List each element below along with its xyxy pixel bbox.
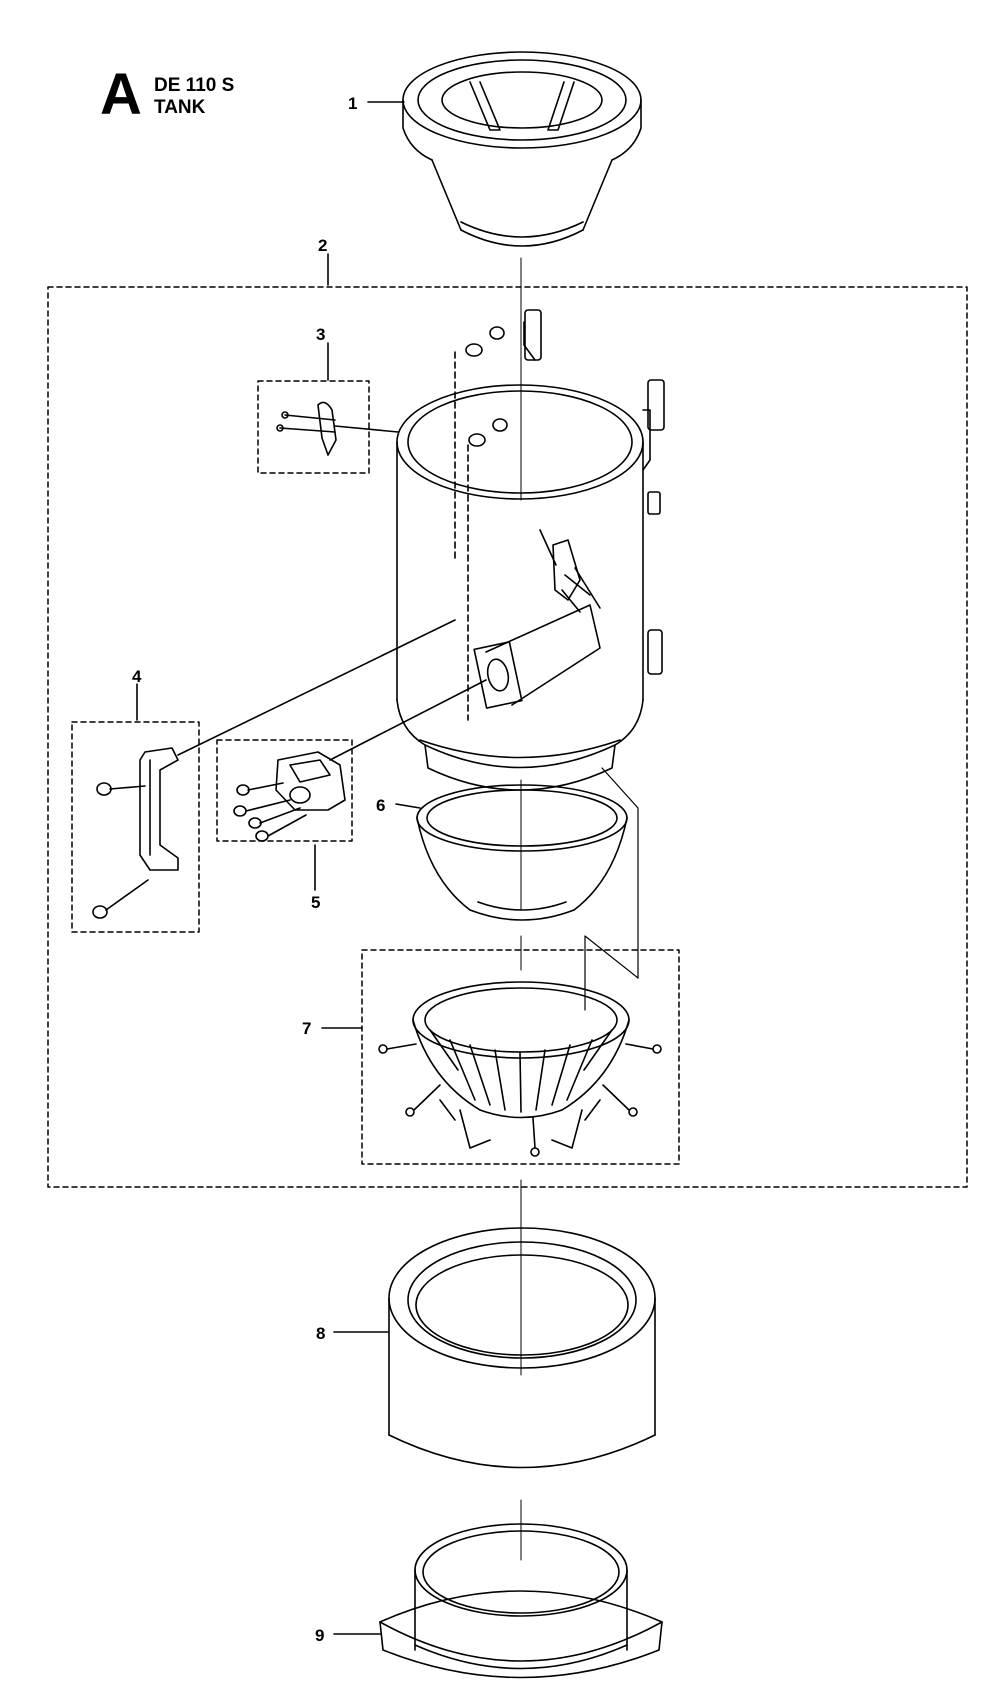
callout-4: 4 <box>132 667 142 686</box>
part-2-tank <box>396 309 665 791</box>
part-8-ring <box>388 1227 656 1469</box>
callout-1: 1 <box>348 94 358 113</box>
assembly-box-5 <box>216 739 353 842</box>
part-7-impeller <box>378 981 662 1157</box>
part-3-clip <box>276 401 399 456</box>
callout-9: 9 <box>315 1626 325 1645</box>
section-title: TANK <box>154 97 206 118</box>
part-4-handle <box>92 619 456 919</box>
guide-path <box>584 767 639 1011</box>
model-name: DE 110 S <box>154 75 235 96</box>
callout-7: 7 <box>302 1019 312 1038</box>
callout-5: 5 <box>311 893 321 912</box>
part-1-cone <box>402 51 642 247</box>
callout-2: 2 <box>318 236 328 255</box>
callout-6: 6 <box>376 796 386 815</box>
part-5-switch <box>233 679 487 842</box>
assembly-box-3 <box>257 380 370 474</box>
diagram-letter: A <box>100 62 142 127</box>
leader-lines <box>136 101 421 1635</box>
callout-3: 3 <box>316 325 326 344</box>
assembly-box-4 <box>71 721 200 933</box>
callout-8: 8 <box>316 1324 326 1343</box>
assembly-boxes <box>47 286 968 1188</box>
part-9-base <box>379 1523 663 1679</box>
assembly-box-2 <box>47 286 968 1188</box>
part-6-ring <box>416 784 628 921</box>
